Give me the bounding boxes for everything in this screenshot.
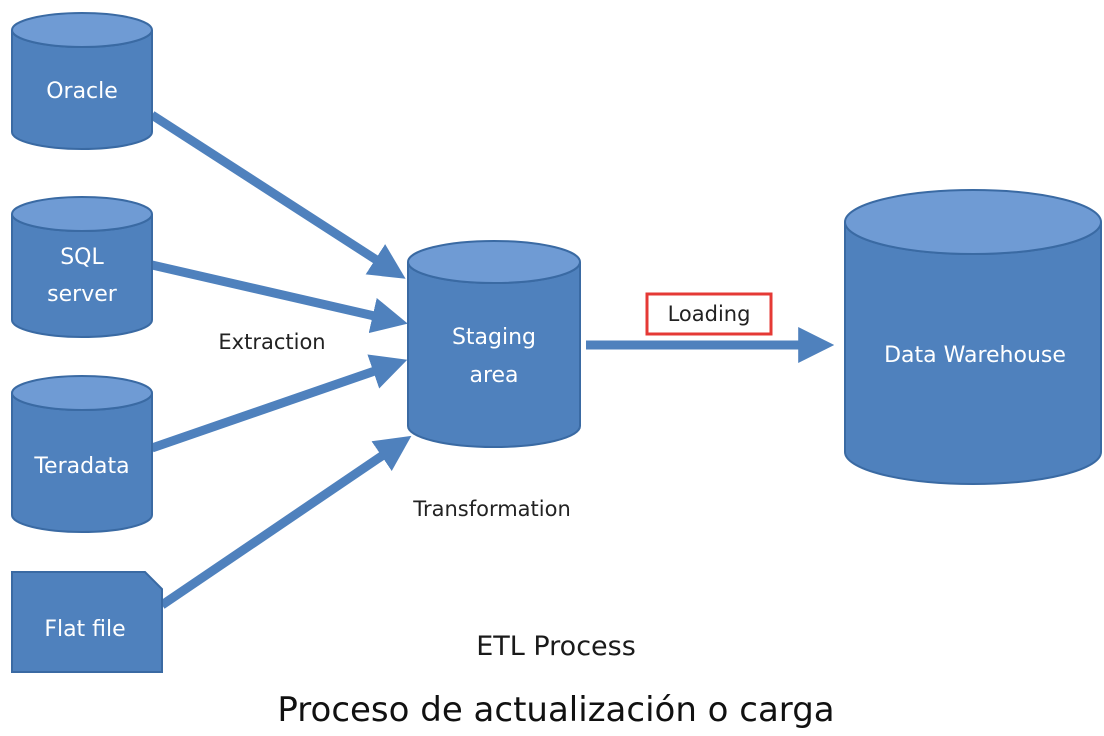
loading-label-box: Loading bbox=[645, 292, 773, 336]
flat-file-label: Flat file bbox=[44, 617, 125, 642]
extraction-label: Extraction bbox=[218, 330, 325, 354]
sql-server-label-line2: server bbox=[47, 282, 118, 307]
flat-file-node: Flat file bbox=[11, 571, 163, 673]
loading-highlight-box bbox=[645, 292, 773, 336]
oracle-database-node: Oracle bbox=[11, 12, 153, 150]
diagram-subtitle: Proceso de actualización o carga bbox=[277, 690, 834, 730]
staging-area-node: Staging area bbox=[407, 240, 581, 448]
sql-server-label-line1: SQL bbox=[60, 245, 104, 270]
arrows bbox=[149, 111, 835, 609]
arrow-teradata-to-staging bbox=[150, 354, 408, 453]
diagram-title: ETL Process bbox=[476, 631, 636, 662]
arrow-oracle-to-staging bbox=[149, 111, 406, 279]
staging-label-line2: area bbox=[469, 363, 518, 388]
loading-label: Loading bbox=[668, 302, 751, 326]
data-warehouse-node: Data Warehouse bbox=[844, 189, 1102, 485]
teradata-database-node: Teradata bbox=[11, 375, 153, 533]
sql-server-database-node: SQL server bbox=[11, 196, 153, 338]
arrow-flatfile-to-staging bbox=[159, 435, 412, 609]
arrow-sql-to-staging bbox=[150, 260, 408, 334]
teradata-label: Teradata bbox=[33, 454, 129, 479]
oracle-label: Oracle bbox=[46, 79, 118, 104]
data-warehouse-label: Data Warehouse bbox=[884, 343, 1066, 368]
staging-label-line1: Staging bbox=[452, 325, 536, 350]
transformation-label: Transformation bbox=[412, 497, 571, 521]
